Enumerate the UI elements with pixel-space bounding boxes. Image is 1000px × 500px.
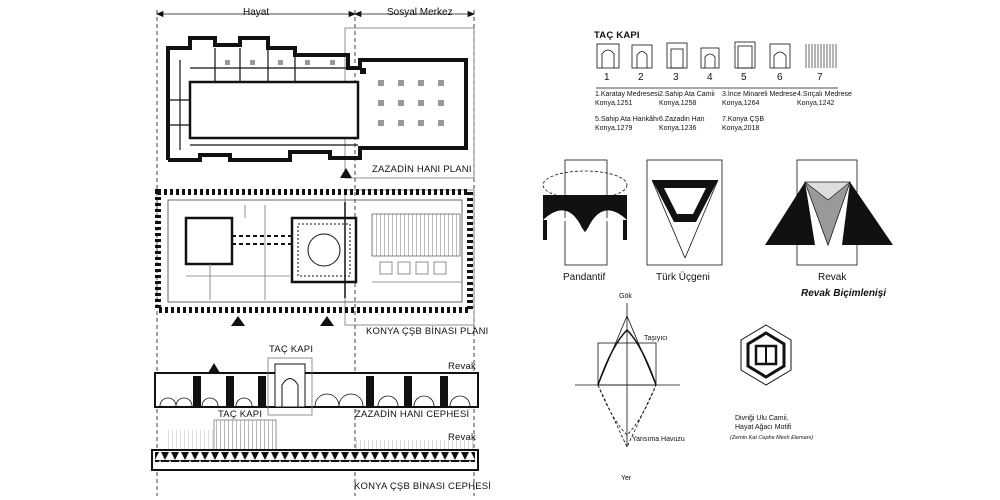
gok-label: Gök [619, 293, 632, 300]
pandantif-label: Pandantif [563, 272, 606, 283]
dimension-lines [155, 10, 476, 18]
revak-label-1: Revak [448, 361, 476, 372]
pandantif-drawing [542, 159, 628, 266]
tac-kapi-number: 7 [817, 72, 823, 83]
zazadin-cephe-title: ZAZADİN HANI CEPHESİ [355, 409, 470, 420]
zone-label-sosyal-merkez: Sosyal Merkez [387, 7, 453, 18]
tasiyici-label: Taşıyıcı [644, 335, 668, 342]
yer-label: Yer [621, 475, 632, 482]
tac-kapi-caption: 5.Sahip Ata Hankâhı Konya,1279 [595, 116, 659, 132]
motif-subcaption: (Zemin Kat Cephe Mesh Elemanı) [730, 435, 814, 441]
tac-kapi-icons [596, 41, 838, 89]
tac-kapi-caption: 7.Konya ÇŞB Konya,2018 [722, 116, 765, 132]
gok-yer-diagram [575, 303, 680, 448]
konya-csb-elevation [151, 419, 479, 471]
tac-kapi-number: 4 [707, 72, 713, 83]
konya-plan-title: KONYA ÇŞB BİNASI PLANI [366, 326, 489, 337]
tac-kapi-label-2: TAÇ KAPI [218, 409, 263, 420]
revak-label-2: Revak [448, 432, 476, 443]
yansima-havuzu-label: Yansıma Havuzu [632, 436, 685, 443]
tac-kapi-number: 6 [777, 72, 783, 83]
konya-cephe-title: KONYA ÇŞB BİNASI CEPHESİ [354, 481, 492, 492]
tac-kapi-number: 1 [604, 72, 610, 83]
hayat-agaci-motif [740, 324, 792, 386]
tac-kapi-caption: 6.Zazadin Han Konya,1236 [659, 116, 705, 132]
motif-caption: Divriği Ulu Camii, Hayat Ağacı Motifi [735, 415, 792, 431]
revak-bicimlenisi-title: Revak Biçimlenişi [801, 288, 887, 299]
zazadin-hani-elevation [154, 357, 479, 416]
turk-ucgeni-drawing [646, 159, 723, 266]
zone-label-hayat: Hayat [243, 7, 270, 18]
zazadin-hani-plan [166, 27, 475, 179]
konya-csb-plan [155, 189, 475, 326]
tac-kapi-label-1: TAÇ KAPI [269, 344, 314, 355]
tac-kapi-number: 2 [638, 72, 644, 83]
zazadin-plan-title: ZAZADİN HANI PLANI [372, 164, 472, 175]
tac-kapi-caption: 4.Sırçalı Medrese Konya,1242 [797, 91, 852, 107]
turk-ucgeni-label: Türk Üçgeni [656, 272, 710, 283]
tac-kapi-number: 5 [741, 72, 747, 83]
tac-kapi-caption: 3.İnce Minareli Medrese Konya,1264 [722, 91, 797, 107]
revak-drawing [765, 159, 893, 266]
tac-kapi-caption: 1.Karatay Medresesi Konya,1251 [595, 91, 660, 107]
tac-kapi-legend-title: TAÇ KAPI [594, 30, 640, 41]
tac-kapi-caption: 2.Sahip Ata Camii Konya,1258 [659, 91, 715, 107]
revak-label: Revak [818, 272, 847, 283]
tac-kapi-number: 3 [673, 72, 679, 83]
